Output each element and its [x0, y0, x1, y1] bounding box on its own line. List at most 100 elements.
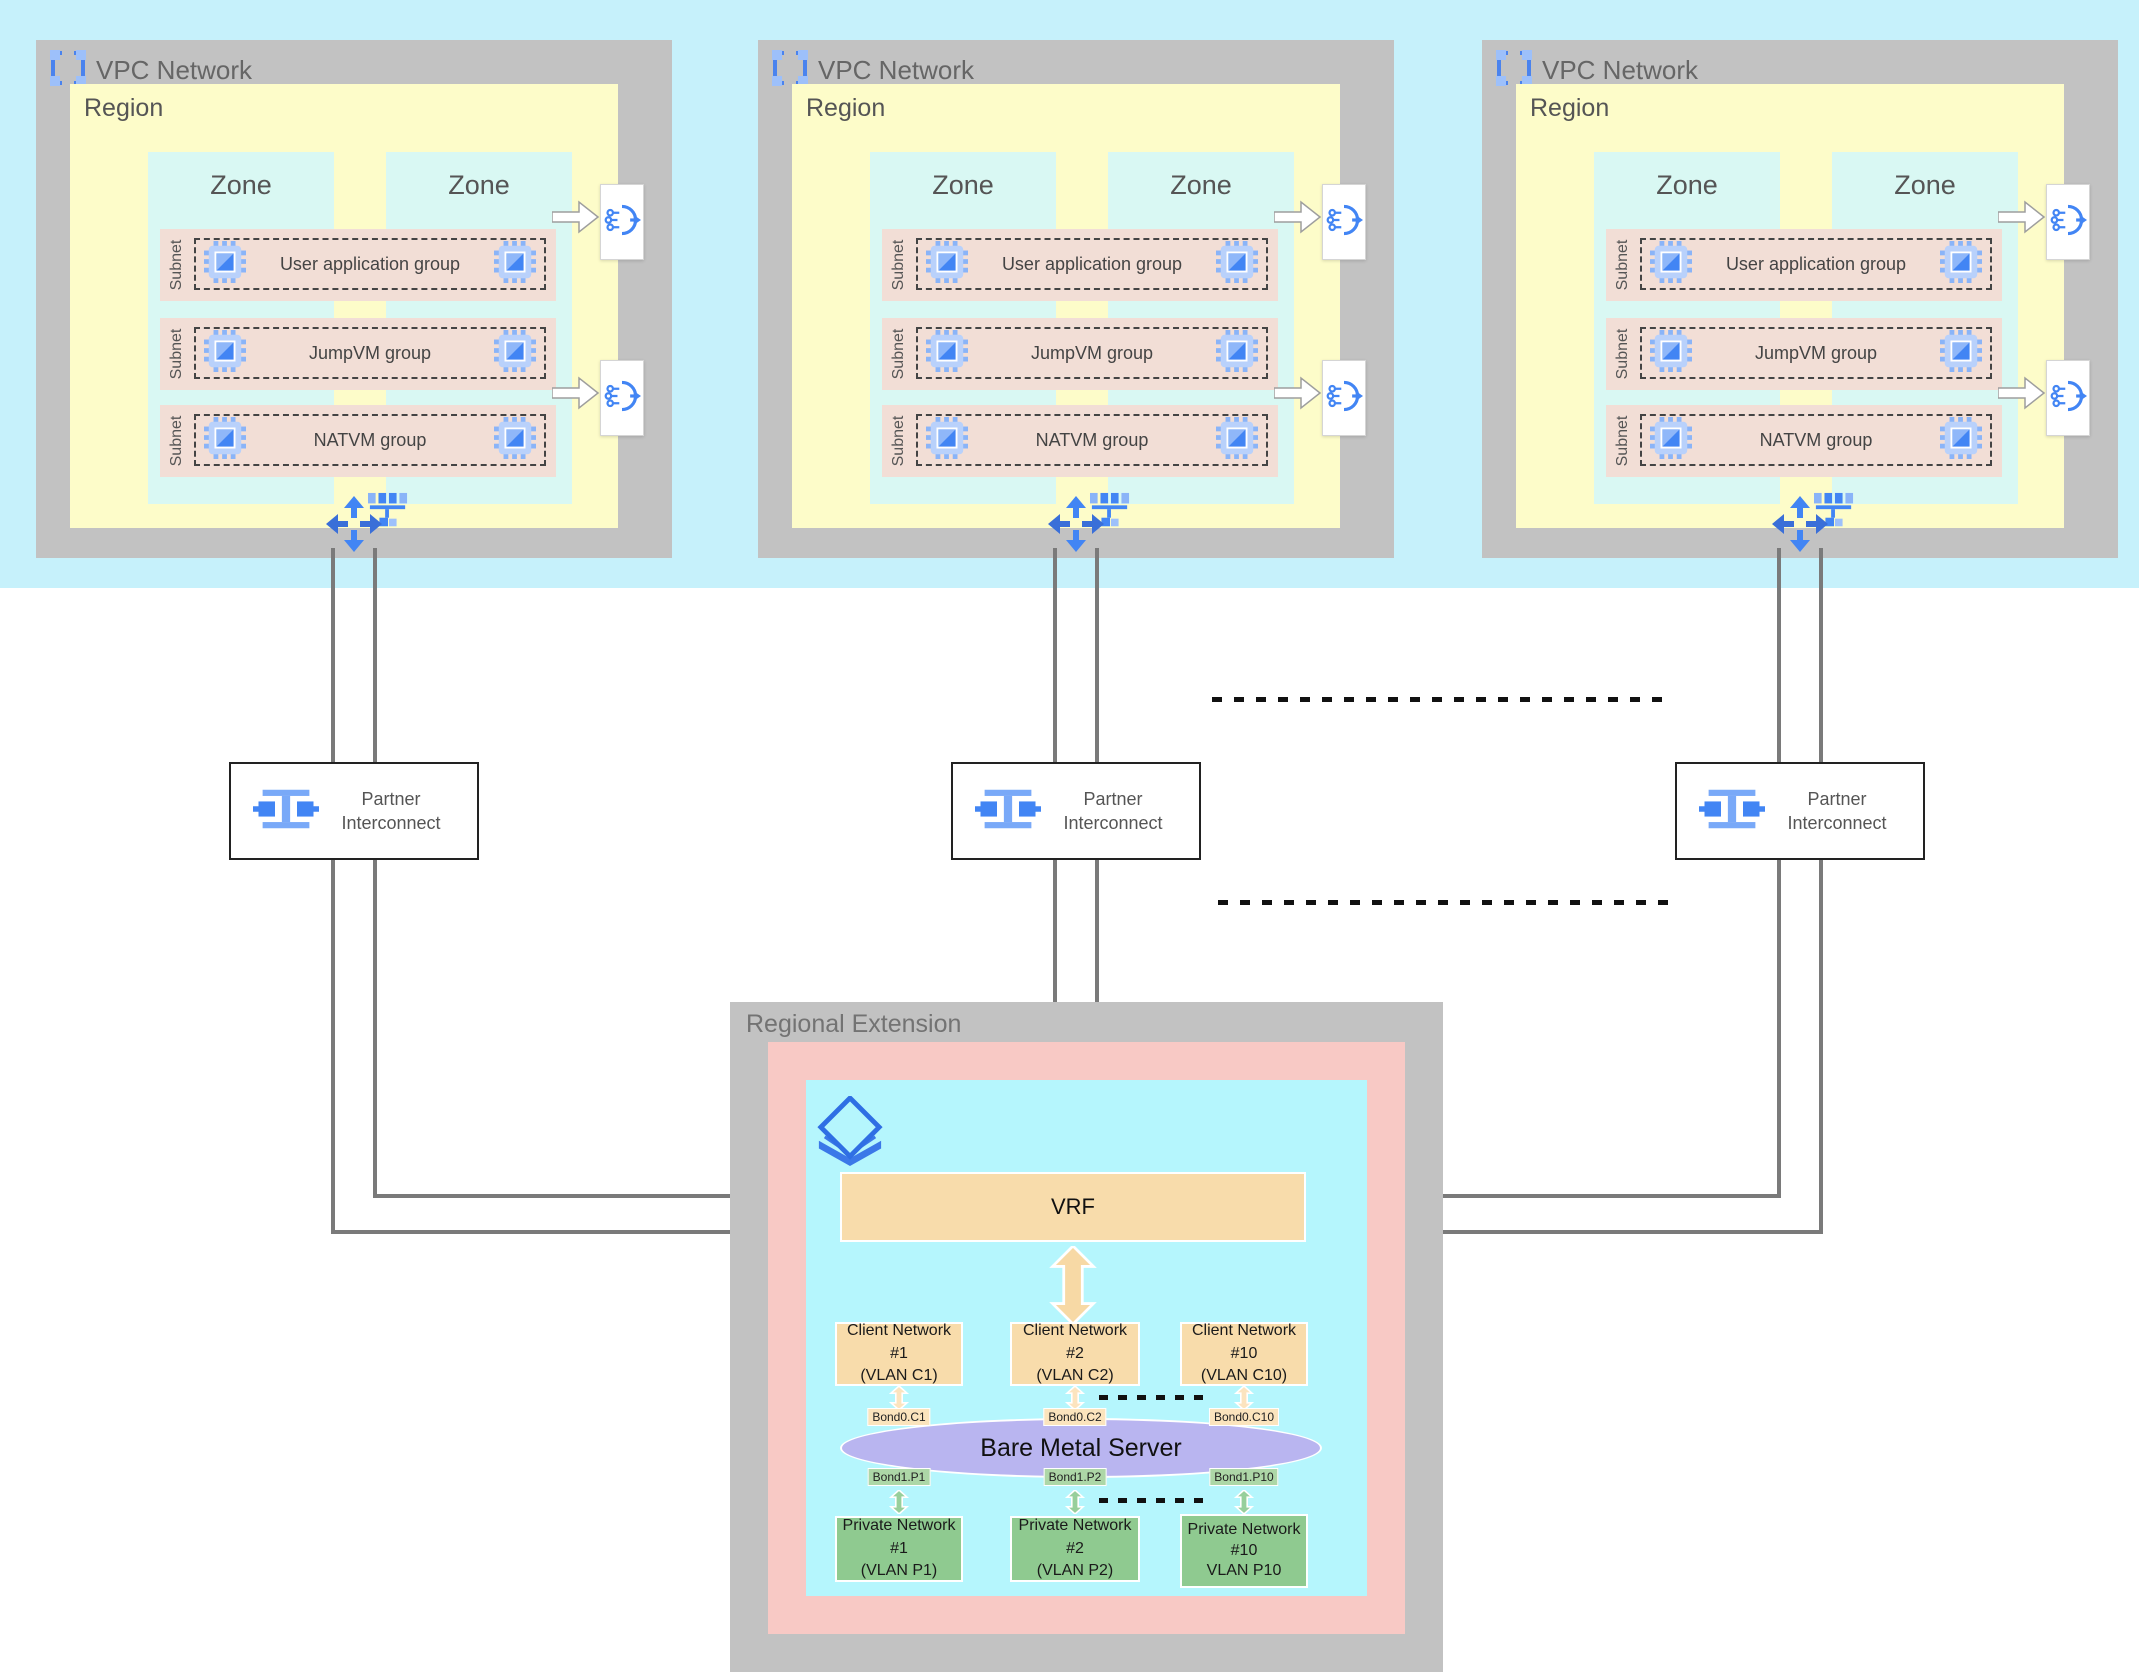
client-network-box: Client Network #2 (VLAN C2) — [1010, 1322, 1140, 1386]
vm-instance-icon — [204, 240, 246, 283]
partner-interconnect-label: Partner Interconnect — [341, 788, 441, 833]
connector-line — [373, 548, 377, 762]
dotted-separator — [1212, 697, 1674, 702]
bond-arrow-down — [888, 1488, 910, 1519]
vm-instance-icon — [204, 329, 246, 372]
partner-interconnect-label: Partner Interconnect — [1787, 788, 1887, 833]
dotted-separator — [1099, 1498, 1211, 1503]
connector-line — [1095, 548, 1099, 762]
flow-arrow-icon — [551, 376, 600, 410]
region-box: Region Zone Zone Subnet User application… — [1516, 84, 2064, 528]
instance-group-box: NATVM group — [194, 414, 546, 466]
vpc-network-title: VPC Network — [818, 55, 975, 85]
subnet-row: Subnet NATVM group — [882, 405, 1278, 477]
instance-group-label: JumpVM group — [1754, 342, 1878, 363]
subnet-row: Subnet NATVM group — [160, 405, 556, 477]
stack-layers-icon — [817, 1094, 883, 1167]
bond-label: Bond0.C10 — [1208, 1408, 1280, 1426]
vpc-network-header: VPC Network — [772, 50, 974, 91]
vm-instance-icon — [926, 329, 968, 372]
connector-line — [1053, 548, 1057, 762]
vm-instance-icon — [494, 416, 536, 459]
vm-instance-icon — [494, 329, 536, 372]
flow-arrow-icon — [551, 200, 600, 234]
load-balancer-box — [1322, 360, 1366, 436]
connector-line — [1306, 1194, 1781, 1198]
instance-group-box: User application group — [916, 238, 1268, 290]
router-icon-wrap — [326, 496, 382, 557]
bond-label: Bond0.C2 — [1043, 1408, 1107, 1426]
instance-group-label: JumpVM group — [308, 342, 432, 363]
connector-line — [375, 1194, 842, 1198]
connector-line — [1819, 548, 1823, 762]
subnet-row: Subnet JumpVM group — [882, 318, 1278, 390]
connector-line — [1819, 860, 1823, 1234]
instance-group-label: User application group — [1725, 253, 1907, 274]
connector-line — [1306, 1230, 1823, 1234]
client-network-box: Client Network #1 (VLAN C1) — [835, 1322, 963, 1386]
vm-instance-icon — [1216, 416, 1258, 459]
load-balancer-icon — [604, 380, 641, 411]
instance-group-label: NATVM group — [1035, 429, 1149, 450]
network-hub-icon — [1090, 492, 1130, 527]
private-network-box: Private Network #1 (VLAN P1) — [835, 1516, 963, 1582]
load-balancer-icon — [1326, 380, 1363, 411]
network-hub-icon — [368, 492, 408, 527]
flow-arrow-icon — [1273, 200, 1322, 234]
vpc-network-header: VPC Network — [1496, 50, 1698, 91]
network-icon-wrap — [368, 492, 408, 537]
partner-interconnect-box: Partner Interconnect — [229, 762, 479, 860]
subnet-row: Subnet JumpVM group — [160, 318, 556, 390]
bond-label: Bond1.P2 — [1043, 1468, 1107, 1486]
instance-group-label: User application group — [1001, 253, 1183, 274]
connector-line — [1777, 860, 1781, 1198]
partner-interconnect-icon — [253, 789, 319, 828]
region-box: Region Zone Zone Subnet User application… — [792, 84, 1340, 528]
partner-interconnect-icon — [1699, 789, 1765, 828]
load-balancer-box — [2046, 184, 2090, 260]
subnet-row: Subnet User application group — [160, 229, 556, 301]
subnet-row: Subnet User application group — [882, 229, 1278, 301]
private-network-box: Private Network #2 (VLAN P2) — [1010, 1516, 1140, 1582]
router-icon — [1048, 496, 1104, 552]
flow-arrow-icon — [1273, 376, 1322, 410]
connector-line — [331, 548, 335, 762]
bond-label: Bond0.C1 — [867, 1408, 931, 1426]
flow-arrow-icon — [1997, 200, 2046, 234]
zone-label: Zone — [448, 170, 510, 200]
vpc-network-icon — [772, 50, 808, 86]
subnet-row: Subnet JumpVM group — [1606, 318, 2002, 390]
egress-arrow — [1273, 199, 1322, 240]
bare-metal-server-label: Bare Metal Server — [980, 1433, 1182, 1462]
instance-group-label: NATVM group — [1759, 429, 1873, 450]
network-icon-wrap — [1814, 492, 1854, 537]
vm-instance-icon — [926, 416, 968, 459]
network-icon-wrap — [1090, 492, 1130, 537]
load-balancer-icon — [2050, 380, 2087, 411]
partner-interconnect-box: Partner Interconnect — [1675, 762, 1925, 860]
region-box: Region Zone Zone Subnet User application… — [70, 84, 618, 528]
partner-interconnect-box: Partner Interconnect — [951, 762, 1201, 860]
zone-label: Zone — [932, 170, 994, 200]
vrf-bidirectional-arrow — [1041, 1244, 1105, 1329]
vm-instance-icon — [1650, 240, 1692, 283]
instance-group-label: JumpVM group — [1030, 342, 1154, 363]
zone-label: Zone — [210, 170, 272, 200]
bond-arrow-down — [1064, 1488, 1086, 1519]
zone-label: Zone — [1894, 170, 1956, 200]
connector-line — [1777, 548, 1781, 762]
egress-arrow — [1273, 375, 1322, 416]
vm-instance-icon — [1216, 240, 1258, 283]
instance-group-label: NATVM group — [313, 429, 427, 450]
instance-group-box: NATVM group — [916, 414, 1268, 466]
subnet-row: Subnet NATVM group — [1606, 405, 2002, 477]
instance-group-box: JumpVM group — [1640, 327, 1992, 379]
vpc-network-icon — [50, 50, 86, 86]
connector-line — [331, 860, 335, 1234]
vpc-network-icon — [1496, 50, 1532, 86]
load-balancer-box — [1322, 184, 1366, 260]
router-icon — [1772, 496, 1828, 552]
instance-group-box: User application group — [1640, 238, 1992, 290]
vm-instance-icon — [494, 240, 536, 283]
